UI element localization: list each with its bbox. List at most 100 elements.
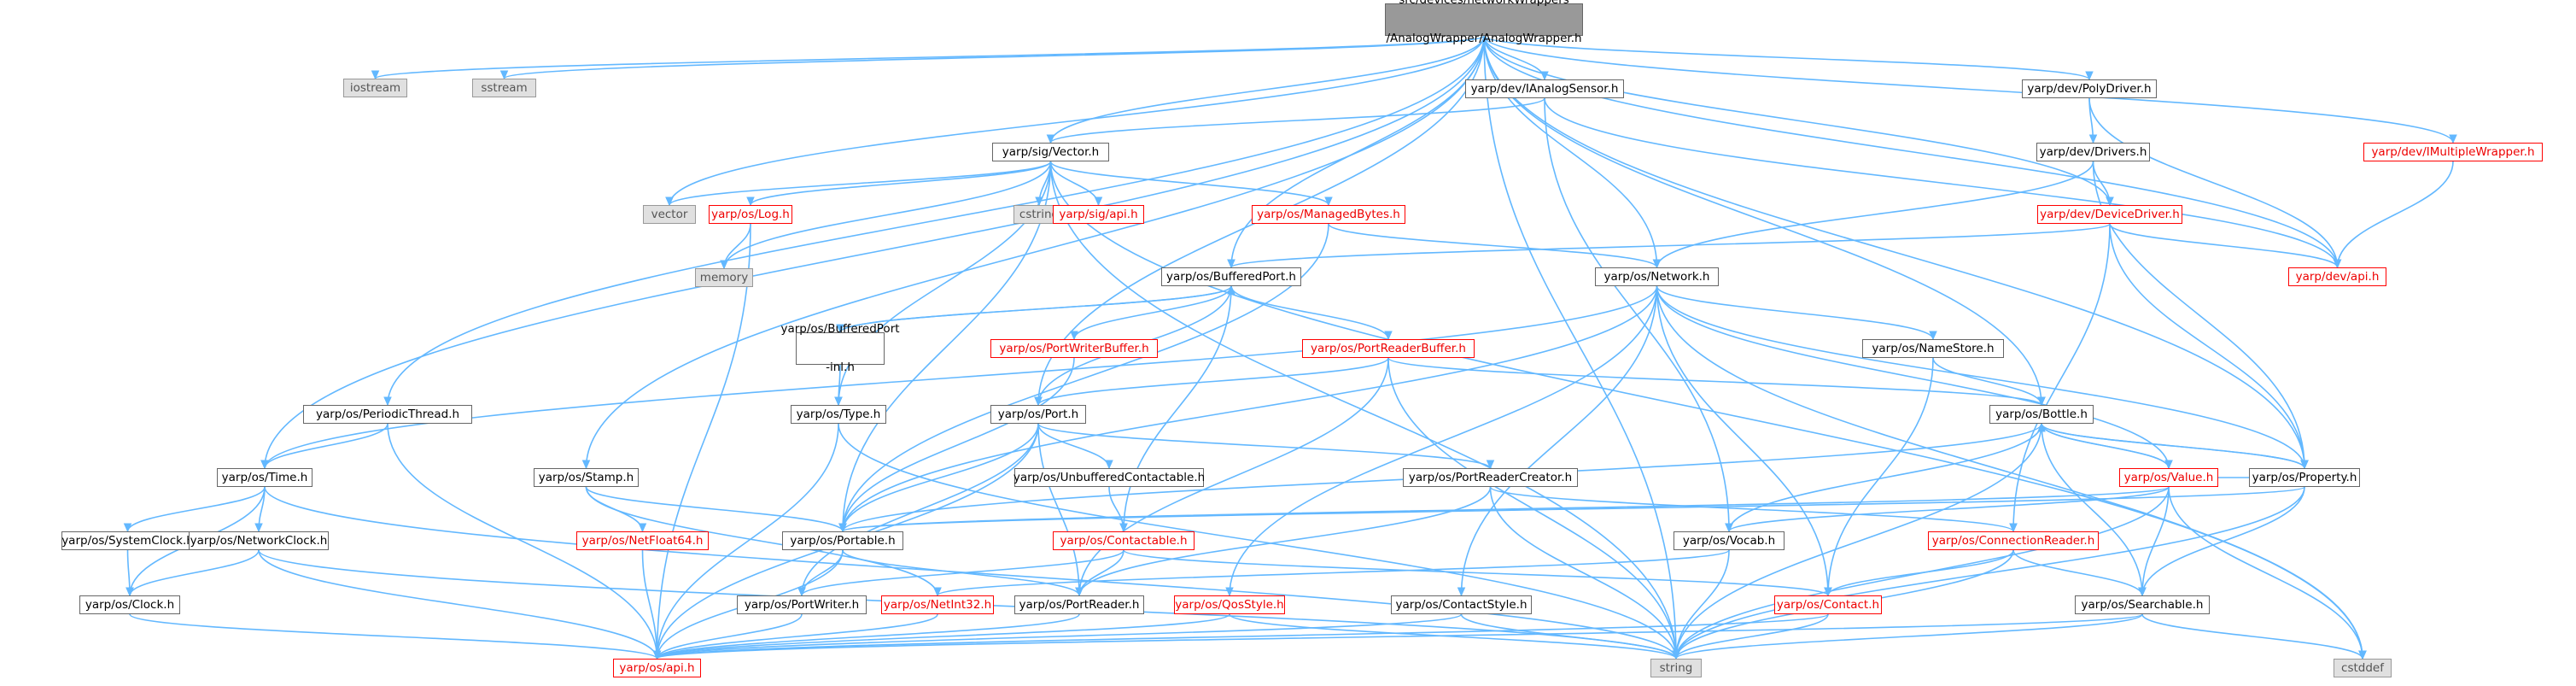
node-ianalog-sensor[interactable]: yarp/dev/IAnalogSensor.h	[1465, 79, 1624, 98]
node-os-portable[interactable]: yarp/os/Portable.h	[782, 531, 903, 550]
edge-port-reader-buffer-to-port-reader	[1078, 357, 1389, 596]
node-os-api[interactable]: yarp/os/api.h	[613, 659, 701, 677]
node-dev-drivers[interactable]: yarp/dev/Drivers.h	[2036, 143, 2150, 161]
node-port-writer[interactable]: yarp/os/PortWriter.h	[737, 595, 867, 614]
edge-arrowhead	[836, 324, 844, 334]
node-buffered-port-inl[interactable]: yarp/os/BufferedPort -inl.h	[780, 323, 899, 374]
root-node-line2: /AnalogWrapper/AnalogWrapper.h	[1386, 32, 1582, 45]
edge-root-analogwrapper-h-to-device-driver	[1483, 35, 2111, 206]
edge-arrowhead	[383, 396, 392, 407]
node-os-vocab[interactable]: yarp/os/Vocab.h	[1674, 531, 1785, 550]
node-memory: memory	[695, 268, 753, 287]
node-qos-style[interactable]: yarp/os/QosStyle.h	[1174, 595, 1285, 614]
edge-os-contactable-to-os-contact	[1123, 549, 1829, 596]
node-name-store[interactable]: yarp/os/NameStore.h	[1862, 339, 2004, 358]
node-connection-reader[interactable]: yarp/os/ConnectionReader.h	[1928, 531, 2099, 550]
node-system-clock[interactable]: yarp/os/SystemClock.h	[61, 531, 194, 550]
edge-network-to-cstddef	[1656, 285, 2363, 660]
node-buffered-port[interactable]: yarp/os/BufferedPort.h	[1161, 267, 1301, 286]
node-os-stamp[interactable]: yarp/os/Stamp.h	[534, 468, 639, 487]
edge-arrowhead	[665, 196, 674, 207]
edge-os-port-to-port-reader-creator	[1037, 423, 1492, 469]
edge-buffered-port-to-os-contactable	[1123, 285, 1232, 532]
edge-contact-style-to-string	[1460, 613, 1677, 660]
node-unbuffered-contactable[interactable]: yarp/os/UnbufferedContactable.h	[1013, 468, 1205, 487]
node-os-contactable[interactable]: yarp/os/Contactable.h	[1053, 531, 1195, 550]
edge-net-int32-to-os-api	[656, 613, 938, 660]
edge-buffered-port-inl-to-buffered-port	[839, 285, 1232, 333]
edge-port-reader-buffer-to-os-bottle	[1387, 357, 2042, 406]
edge-root-analogwrapper-h-to-poly-driver	[1483, 35, 2090, 80]
edge-root-analogwrapper-h-to-os-time	[264, 35, 1485, 469]
edge-arrowhead	[2358, 650, 2367, 660]
edge-arrowhead	[1486, 460, 1495, 470]
node-network-clock[interactable]: yarp/os/NetworkClock.h	[189, 531, 329, 550]
node-sig-api[interactable]: yarp/sig/api.h	[1053, 205, 1144, 224]
edge-arrowhead	[1324, 196, 1333, 207]
edge-arrowhead	[2037, 396, 2046, 407]
node-contact-style[interactable]: yarp/os/ContactStyle.h	[1391, 595, 1532, 614]
edge-arrowhead	[254, 523, 263, 533]
edge-device-driver-to-connection-reader	[2012, 223, 2111, 532]
node-os-time[interactable]: yarp/os/Time.h	[217, 468, 313, 487]
edge-name-store-to-os-bottle	[1932, 357, 2042, 406]
edge-arrowhead	[1384, 331, 1393, 341]
edge-port-writer-to-os-api	[656, 613, 803, 660]
edge-arrowhead	[1672, 650, 1680, 660]
node-sig-vector[interactable]: yarp/sig/Vector.h	[992, 143, 1109, 161]
edge-os-searchable-to-cstddef	[2141, 613, 2363, 660]
edge-arrowhead	[746, 196, 755, 207]
edge-arrowhead	[720, 260, 728, 270]
node-port-reader[interactable]: yarp/os/PortReader.h	[1014, 595, 1144, 614]
edge-arrowhead	[1070, 331, 1078, 341]
node-network[interactable]: yarp/os/Network.h	[1595, 267, 1719, 286]
node-os-type[interactable]: yarp/os/Type.h	[791, 405, 886, 424]
edge-os-type-to-os-api	[656, 423, 839, 660]
edge-os-bottle-to-os-searchable	[2041, 423, 2143, 596]
root-node-line1: src/devices/networkWrappers	[1399, 0, 1569, 7]
edge-device-driver-to-os-property	[2109, 223, 2305, 469]
edge-os-value-to-os-bottle	[2041, 423, 2170, 469]
edge-os-vocab-to-string	[1675, 549, 1730, 660]
edge-sig-vector-to-vector	[669, 161, 1052, 206]
node-os-contact[interactable]: yarp/os/Contact.h	[1774, 595, 1882, 614]
node-dev-api[interactable]: yarp/dev/api.h	[2288, 267, 2386, 286]
edge-os-contactable-to-port-writer	[801, 549, 1124, 596]
node-os-log[interactable]: yarp/os/Log.h	[709, 205, 792, 224]
edge-arrowhead	[1725, 523, 1733, 533]
edge-os-portable-to-port-writer	[801, 549, 844, 596]
edge-device-driver-to-buffered-port	[1230, 223, 2111, 268]
node-os-bottle[interactable]: yarp/os/Bottle.h	[1989, 405, 2094, 424]
node-os-port[interactable]: yarp/os/Port.h	[990, 405, 1086, 424]
edge-os-searchable-to-os-api	[656, 613, 2143, 660]
node-poly-driver[interactable]: yarp/dev/PolyDriver.h	[2022, 79, 2157, 98]
node-device-driver[interactable]: yarp/dev/DeviceDriver.h	[2037, 205, 2182, 224]
edge-os-property-to-os-searchable	[2141, 486, 2305, 596]
node-os-searchable[interactable]: yarp/os/Searchable.h	[2075, 595, 2210, 614]
edge-arrowhead	[260, 460, 269, 470]
edge-arrowhead	[1929, 331, 1937, 341]
edge-arrowhead	[2138, 587, 2147, 597]
node-os-value[interactable]: yarp/os/Value.h	[2119, 468, 2218, 487]
node-port-reader-buffer[interactable]: yarp/os/PortReaderBuffer.h	[1302, 339, 1475, 358]
edge-arrowhead	[797, 587, 806, 597]
node-vector: vector	[643, 205, 696, 224]
node-port-reader-creator[interactable]: yarp/os/PortReaderCreator.h	[1403, 468, 1578, 487]
edge-arrowhead	[834, 396, 843, 407]
node-net-float64[interactable]: yarp/os/NetFloat64.h	[576, 531, 709, 550]
edge-arrowhead	[1075, 587, 1084, 597]
edge-os-contact-to-os-api	[656, 613, 1829, 660]
node-periodic-thread[interactable]: yarp/os/PeriodicThread.h	[303, 405, 472, 424]
edge-managed-bytes-to-network	[1328, 223, 1658, 268]
edge-root-analogwrapper-h-to-string	[1483, 35, 1677, 660]
node-net-int32[interactable]: yarp/os/NetInt32.h	[881, 595, 994, 614]
edge-arrowhead	[581, 460, 591, 470]
edge-arrowhead	[2085, 71, 2094, 81]
edge-arrowhead	[1094, 196, 1103, 207]
node-os-clock[interactable]: yarp/os/Clock.h	[79, 595, 180, 614]
node-os-property[interactable]: yarp/os/Property.h	[2249, 468, 2360, 487]
node-port-writer-buffer[interactable]: yarp/os/PortWriterBuffer.h	[990, 339, 1158, 358]
node-managed-bytes[interactable]: yarp/os/ManagedBytes.h	[1252, 205, 1405, 224]
node-imultiple-wrapper[interactable]: yarp/dev/IMultipleWrapper.h	[2363, 143, 2543, 161]
edge-port-reader-creator-to-string	[1489, 486, 1677, 660]
